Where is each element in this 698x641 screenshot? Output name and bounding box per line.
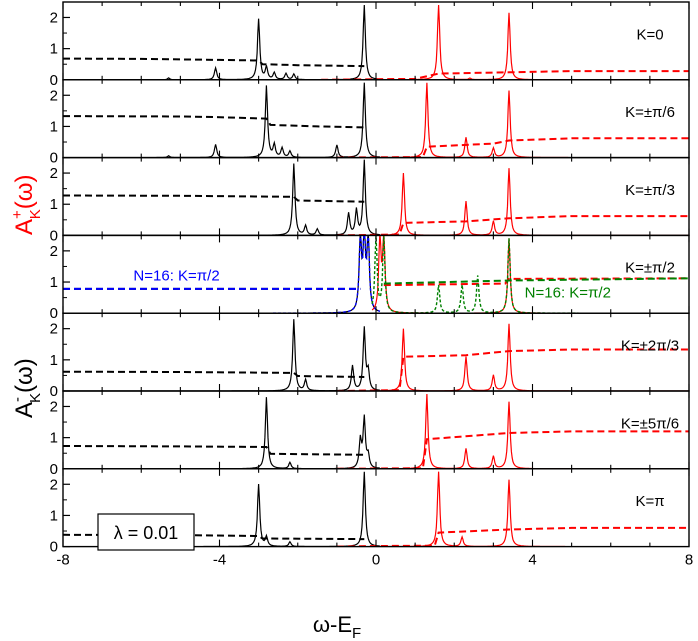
panel-4: 0 1 2K=±2π/3 bbox=[50, 312, 690, 400]
panel-2: 0 1 2K=±π/3 bbox=[50, 156, 690, 244]
plus-cumulative-line bbox=[336, 215, 689, 236]
minus-spectrum-line bbox=[63, 4, 380, 80]
minus-spectrum-line bbox=[63, 235, 381, 314]
y-tick-label: 0 bbox=[50, 150, 58, 167]
y-tick-label: 1 bbox=[50, 507, 58, 524]
minus-cumulative-line bbox=[63, 370, 365, 378]
panel-frame bbox=[62, 390, 690, 470]
n16-minus-label: N=16: K=π/2 bbox=[133, 267, 219, 284]
y-tick-label: 0 bbox=[50, 305, 58, 322]
xlabel-main: ω-E bbox=[313, 612, 352, 637]
panel-data-4 bbox=[63, 319, 689, 392]
ylabel-top: A+K(ω) bbox=[9, 174, 44, 235]
ylabel-bottom-sub: K bbox=[27, 393, 44, 403]
minus-cumulative-line bbox=[63, 57, 365, 68]
ylabel-top-tail: (ω) bbox=[11, 174, 38, 209]
panel-data-0 bbox=[63, 4, 689, 80]
panel-k-label: K=±π/3 bbox=[625, 182, 675, 199]
minus-cumulative-line bbox=[63, 445, 365, 456]
y-tick-label: 1 bbox=[50, 352, 58, 369]
y-tick-label: 0 bbox=[50, 539, 58, 556]
panel-k-label: K=0 bbox=[636, 26, 663, 43]
x-tick-label: 4 bbox=[528, 552, 536, 569]
y-tick-label: 2 bbox=[50, 476, 58, 493]
y-tick-label: 2 bbox=[50, 165, 58, 182]
lambda-label: λ = 0.01 bbox=[114, 523, 179, 543]
panel-k-label: K=±π/6 bbox=[625, 104, 675, 121]
panel-data-1 bbox=[63, 82, 689, 158]
panel-data-2 bbox=[63, 159, 689, 236]
x-tick-label: -4 bbox=[213, 552, 226, 569]
minus-cumulative-line bbox=[63, 194, 365, 203]
plus-cumulative-line bbox=[336, 348, 689, 392]
panel-5: 0 1 2K=±5π/6 bbox=[50, 390, 690, 478]
panel-frame bbox=[62, 1, 690, 81]
ylabel-bottom: A-K(ω) bbox=[9, 358, 44, 418]
x-tick-label: 8 bbox=[685, 552, 693, 569]
y-tick-label: 2 bbox=[50, 398, 58, 415]
xlabel-sub: F bbox=[352, 625, 361, 641]
y-tick-label: 0 bbox=[50, 383, 58, 400]
minus-spectrum-line bbox=[63, 397, 380, 469]
panel-frame bbox=[62, 312, 690, 392]
y-tick-label: 0 bbox=[50, 461, 58, 478]
y-tick-label: 0 bbox=[50, 72, 58, 89]
xlabel: ω-EF bbox=[313, 612, 361, 641]
y-tick-label: 1 bbox=[50, 41, 58, 58]
y-tick-label: 1 bbox=[50, 274, 58, 291]
panel-k-label: K=±π/2 bbox=[625, 260, 675, 277]
ylabel-top-main: A bbox=[11, 219, 38, 235]
panel-k-label: K=±5π/6 bbox=[621, 415, 679, 432]
y-tick-label: 0 bbox=[50, 227, 58, 244]
ylabel-top-sub: K bbox=[27, 209, 44, 219]
panel-0: 0 1 2K=0 bbox=[50, 1, 690, 89]
y-tick-label: 1 bbox=[50, 430, 58, 447]
n16-plus-label: N=16: K=π/2 bbox=[525, 285, 611, 302]
panel-k-label: K=±2π/3 bbox=[621, 338, 679, 355]
minus-spectrum-line bbox=[63, 82, 380, 158]
y-tick-label: 2 bbox=[50, 9, 58, 26]
y-tick-label: 2 bbox=[50, 321, 58, 338]
panel-k-label: K=π bbox=[635, 493, 664, 510]
panel-frame bbox=[62, 79, 690, 159]
y-tick-label: 1 bbox=[50, 196, 58, 213]
y-tick-label: 1 bbox=[50, 118, 58, 135]
ylabel-top-sup: + bbox=[9, 210, 26, 219]
ylabel-bottom-main: A bbox=[11, 402, 38, 418]
ylabel-bottom-sup: - bbox=[9, 397, 26, 402]
plus-spectrum-line bbox=[372, 323, 689, 392]
minus-spectrum-line bbox=[63, 159, 380, 236]
y-tick-label: 2 bbox=[50, 243, 58, 260]
n16-plus-cumulative-line bbox=[383, 277, 689, 285]
ylabel-bottom-tail: (ω) bbox=[11, 358, 38, 393]
minus-cumulative-line bbox=[63, 115, 365, 129]
lambda-box bbox=[97, 513, 195, 551]
minus-spectrum-line bbox=[63, 319, 380, 392]
plus-spectrum-line bbox=[372, 168, 689, 236]
y-tick-label: 2 bbox=[50, 87, 58, 104]
panel-1: 0 1 2K=±π/6 bbox=[50, 79, 690, 167]
n16-minus-spectrum-line bbox=[63, 235, 381, 314]
x-tick-label: 0 bbox=[372, 552, 380, 569]
panel-data-5 bbox=[63, 393, 689, 469]
x-tick-label: -8 bbox=[56, 552, 69, 569]
